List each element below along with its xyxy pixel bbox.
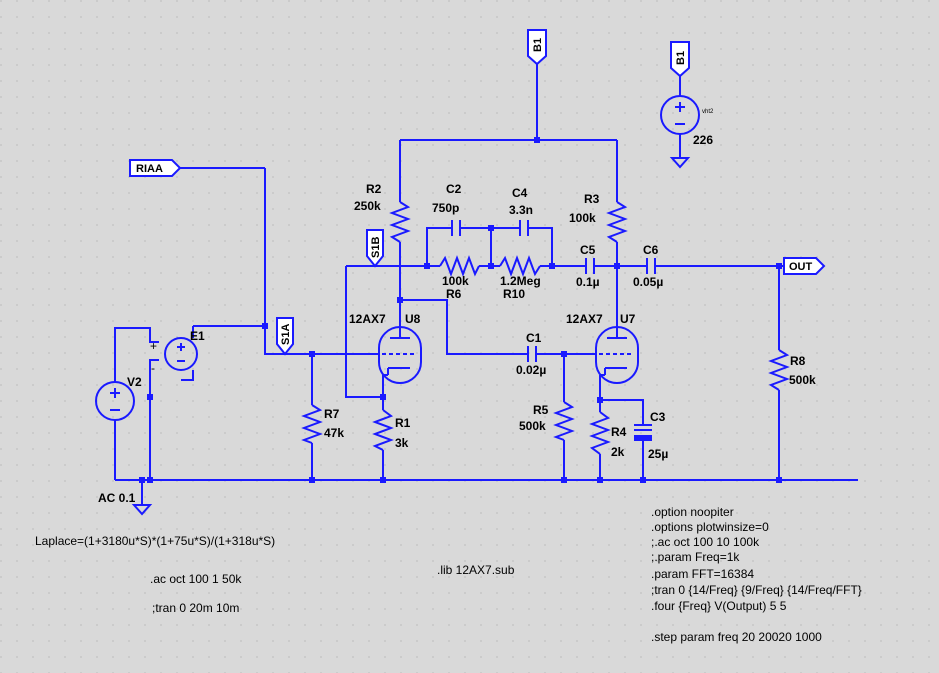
- c2-value: 750p: [432, 201, 459, 215]
- e1-minus-sign: -: [151, 361, 155, 375]
- triode-u8[interactable]: [378, 300, 422, 384]
- c6-name: C6: [643, 243, 659, 257]
- u8-value: 12AX7: [349, 312, 386, 326]
- net-label-b1-top-text: B1: [532, 38, 544, 52]
- u7-name: U7: [620, 312, 636, 326]
- r6-value: 100k: [442, 274, 469, 288]
- c6-value: 0.05µ: [633, 275, 663, 289]
- net-label-out[interactable]: OUT: [783, 257, 826, 275]
- r2-value: 250k: [354, 199, 381, 213]
- r10-name: R10: [503, 287, 525, 301]
- source-e1[interactable]: + -: [150, 337, 198, 375]
- capacitor-c3[interactable]: [634, 424, 652, 443]
- ground-symbol-supply: [669, 157, 691, 169]
- r4-name: R4: [611, 425, 627, 439]
- directive-line: .four {Freq} V(Output) 5 5: [651, 599, 787, 613]
- r1-name: R1: [395, 416, 411, 430]
- resistor-r5[interactable]: [553, 401, 575, 441]
- r5-value: 500k: [519, 419, 546, 433]
- u8-name: U8: [405, 312, 421, 326]
- c1-name: C1: [526, 331, 542, 345]
- directive-line: .param FFT=16384: [651, 567, 754, 581]
- capacitor-c1[interactable]: [527, 346, 537, 362]
- e1-name: E1: [190, 329, 205, 343]
- resistor-r8[interactable]: [768, 349, 790, 391]
- net-label-s1b[interactable]: S1B: [366, 229, 384, 268]
- r6-name: R6: [446, 287, 462, 301]
- r1-value: 3k: [395, 436, 409, 450]
- u7-value: 12AX7: [566, 312, 603, 326]
- component-labels: R2 250k C2 750p C4 3.3n R3 100k C5 0.1µ …: [98, 109, 816, 505]
- directive-line: .options plotwinsize=0: [651, 520, 769, 534]
- capacitor-c6[interactable]: [646, 258, 656, 274]
- source-vht2[interactable]: [660, 95, 700, 135]
- c4-name: C4: [512, 186, 528, 200]
- net-label-s1a[interactable]: S1A: [276, 317, 294, 356]
- capacitor-c2[interactable]: [451, 220, 461, 236]
- c3-value: 25µ: [648, 447, 668, 461]
- net-label-s1a-text: S1A: [280, 324, 292, 345]
- r3-value: 100k: [569, 211, 596, 225]
- c3-name: C3: [650, 410, 666, 424]
- r8-name: R8: [790, 354, 806, 368]
- resistor-r1[interactable]: [372, 409, 394, 451]
- net-label-riaa-text: RIAA: [136, 163, 163, 175]
- c5-name: C5: [580, 243, 596, 257]
- r7-name: R7: [324, 407, 340, 421]
- v2-name: V2: [127, 375, 142, 389]
- net-label-s1b-text: S1B: [370, 237, 382, 258]
- net-label-out-text: OUT: [789, 261, 813, 273]
- resistor-r3[interactable]: [606, 201, 628, 243]
- r2-name: R2: [366, 182, 382, 196]
- directive-lib[interactable]: .lib 12AX7.sub: [437, 563, 515, 577]
- v2-value: AC 0.1: [98, 491, 136, 505]
- spice-directives: Laplace=(1+3180u*S)*(1+75u*S)/(1+318u*S)…: [35, 505, 862, 644]
- resistor-r4[interactable]: [589, 411, 611, 455]
- vht2-value: 226: [693, 133, 713, 147]
- directive-tran[interactable]: ;tran 0 20m 10m: [152, 601, 239, 615]
- resistor-r7[interactable]: [301, 404, 323, 444]
- directive-line: ;.param Freq=1k: [651, 550, 740, 564]
- c2-name: C2: [446, 182, 462, 196]
- net-label-b1-supply[interactable]: B1: [670, 41, 690, 78]
- ground-symbol-main: [131, 504, 153, 516]
- directive-line: ;.ac oct 100 10 100k: [651, 535, 760, 549]
- directive-line: ;tran 0 {14/Freq} {9/Freq} {14/Freq/FFT}: [651, 583, 862, 597]
- r5-name: R5: [533, 403, 549, 417]
- resistor-r10[interactable]: [499, 255, 541, 277]
- resistor-r2[interactable]: [389, 201, 411, 243]
- r7-value: 47k: [324, 426, 344, 440]
- triode-u7[interactable]: [595, 300, 639, 384]
- vht2-name: vht2: [702, 109, 714, 115]
- net-label-riaa[interactable]: RIAA: [129, 159, 182, 177]
- directive-step[interactable]: .step param freq 20 20020 1000: [651, 630, 822, 644]
- c1-value: 0.02µ: [516, 363, 546, 377]
- directive-options-block[interactable]: .option noopiter .options plotwinsize=0 …: [651, 505, 862, 613]
- r3-name: R3: [584, 192, 600, 206]
- directive-laplace[interactable]: Laplace=(1+3180u*S)*(1+75u*S)/(1+318u*S): [35, 534, 275, 548]
- net-label-b1-top[interactable]: B1: [527, 29, 547, 66]
- resistor-r6[interactable]: [439, 255, 480, 277]
- directive-ac[interactable]: .ac oct 100 1 50k: [150, 572, 242, 586]
- net-label-b1-supply-text: B1: [675, 51, 687, 65]
- c5-value: 0.1µ: [576, 275, 600, 289]
- r10-value: 1.2Meg: [500, 274, 541, 288]
- e1-plus-sign: +: [150, 339, 157, 353]
- directive-line: .option noopiter: [651, 505, 734, 519]
- r4-value: 2k: [611, 445, 625, 459]
- c4-value: 3.3n: [509, 203, 533, 217]
- capacitor-c5[interactable]: [585, 258, 595, 274]
- r8-value: 500k: [789, 373, 816, 387]
- source-v2[interactable]: [95, 381, 135, 421]
- capacitor-c4[interactable]: [519, 220, 529, 236]
